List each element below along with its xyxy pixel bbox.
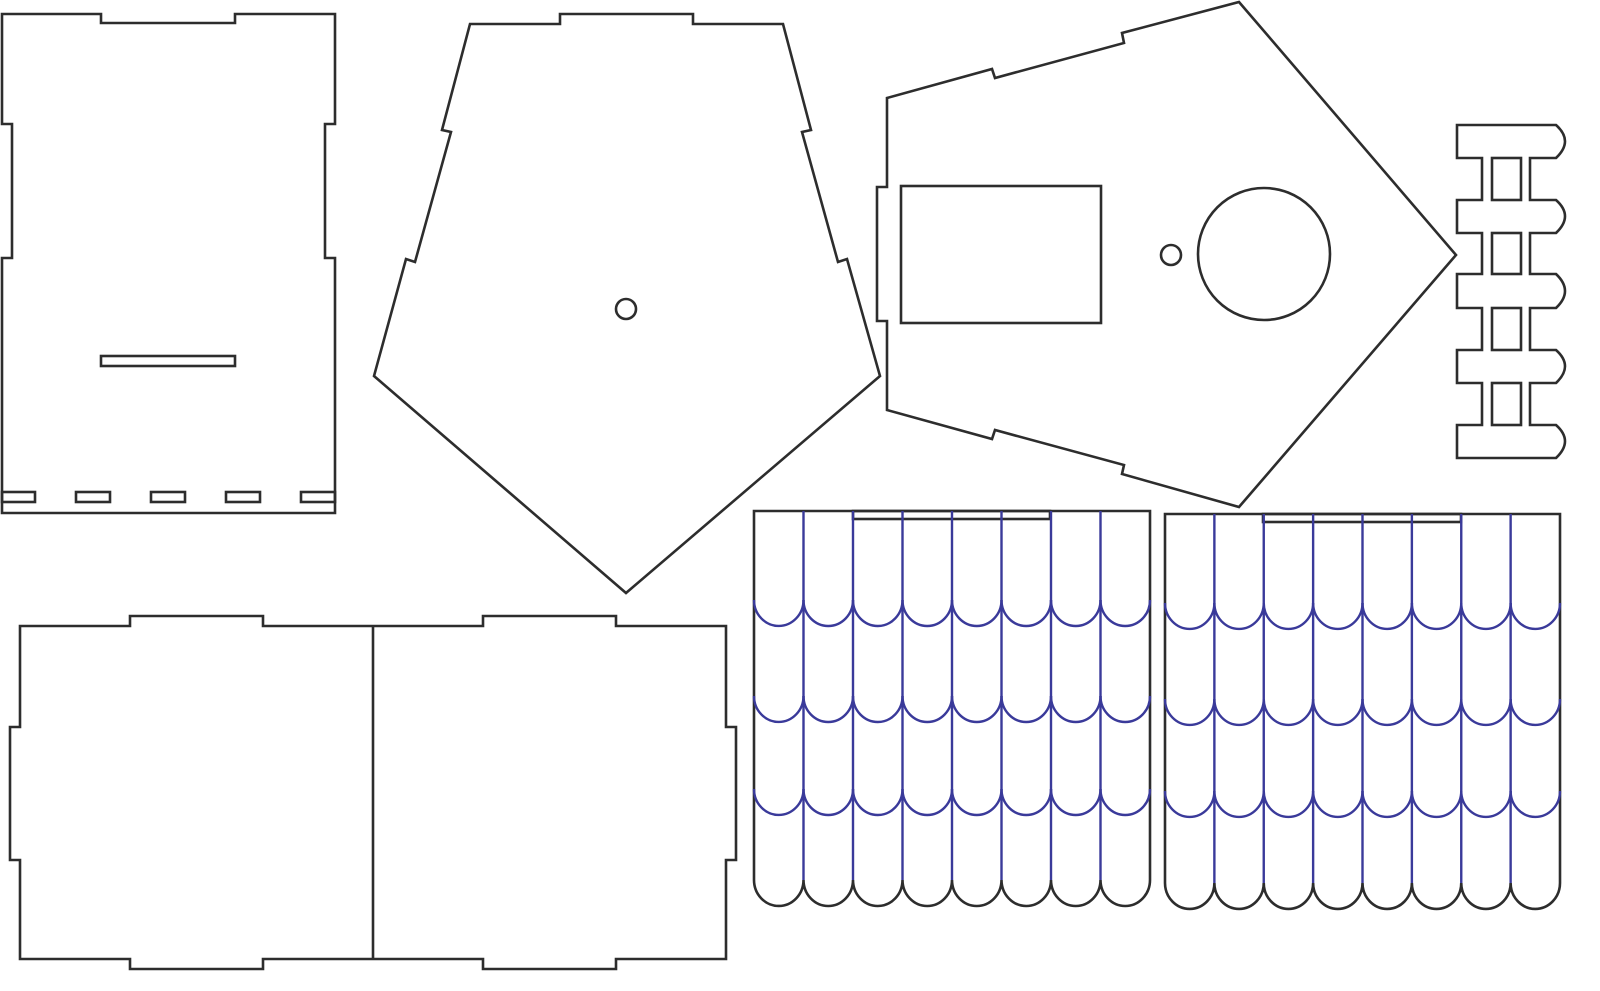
shingle-scallop: [851, 599, 904, 628]
shingle-scallop: [1213, 602, 1265, 630]
shingle-scallop: [752, 599, 805, 628]
roof-shingle-panel-right: [1163, 512, 1562, 911]
shingle-scallop: [1049, 599, 1102, 628]
hanging-hole: [614, 297, 638, 321]
comb-slot: [1490, 156, 1523, 202]
pentagon-gable-panel: [372, 12, 882, 595]
perch-hole: [1159, 243, 1183, 267]
front-gable-outline: [875, 0, 1458, 509]
shingle-scallop: [1262, 698, 1315, 727]
shingle-scallop: [1262, 790, 1315, 819]
shingle-scallop: [950, 695, 1003, 724]
roof-shingle-panel-left: [752, 509, 1152, 908]
shingle-scallop: [1099, 695, 1152, 724]
shingle-scallop: [1311, 602, 1364, 630]
shingle-scallop: [1163, 602, 1216, 631]
shingle-scallop: [1509, 602, 1562, 630]
shingle-scallop: [1262, 602, 1315, 631]
front-gable-panel: [875, 0, 1458, 509]
shingle-scallop: [1460, 698, 1512, 727]
shingle-scallop: [1049, 695, 1102, 724]
shingle-scallop: [901, 788, 954, 817]
shingle-scallop: [1410, 790, 1463, 818]
comb-outline: [1455, 123, 1567, 460]
window-cutout: [899, 184, 1103, 325]
shingle-scallop: [1000, 695, 1053, 724]
shingle-scallop: [1000, 599, 1053, 628]
shingle-scallop: [901, 695, 954, 724]
shingle-scallop: [1460, 602, 1512, 631]
shingle-scallop: [1410, 698, 1463, 726]
floor-slot: [0, 490, 37, 504]
shingle-scallop: [752, 788, 805, 817]
shingle-scallop: [752, 695, 805, 724]
roof-outline: [752, 509, 1152, 908]
side-wall-panel: [0, 12, 337, 515]
shingle-scallop: [1000, 788, 1053, 817]
shingle-scallop: [1099, 788, 1152, 817]
shingle-scallop: [1099, 599, 1152, 628]
comb-slot: [1490, 381, 1523, 427]
side-wall-outline: [0, 12, 337, 515]
shingle-scallop: [901, 599, 954, 628]
shingle-scallop: [1410, 602, 1463, 630]
shingle-scallop: [1311, 698, 1364, 726]
floor-slot: [74, 490, 112, 504]
floor-slot: [299, 490, 337, 504]
shingle-scallop: [802, 695, 855, 724]
shingle-scallop: [950, 788, 1003, 817]
floor-double-panel: [8, 614, 738, 971]
shingle-scallop: [1509, 790, 1562, 818]
floor-slot: [224, 490, 262, 504]
shingle-scallop: [1213, 790, 1265, 818]
shingle-scallop: [851, 695, 904, 724]
perch-slot: [99, 354, 237, 368]
shingle-scallop: [1163, 790, 1216, 819]
shingle-scallop: [1460, 790, 1512, 819]
shingle-scallop: [802, 599, 855, 628]
shingle-scallop: [851, 788, 904, 817]
shingle-scallop: [1311, 790, 1364, 818]
shingle-scallop: [1509, 698, 1562, 726]
shingle-scallop: [950, 599, 1003, 628]
ladder-comb-piece: [1455, 123, 1567, 460]
shingle-scallop: [1361, 790, 1414, 819]
floor-slot: [149, 490, 187, 504]
shingle-scallop: [1213, 698, 1265, 726]
comb-slot: [1490, 231, 1523, 276]
shingle-scallop: [802, 788, 855, 817]
roof-outline: [1163, 512, 1562, 911]
entrance-hole: [1196, 186, 1332, 322]
comb-slot: [1490, 306, 1523, 352]
shingle-scallop: [1163, 698, 1216, 727]
shingle-scallop: [1049, 788, 1102, 817]
floor-outline: [8, 614, 738, 971]
shingle-scallop: [1361, 602, 1414, 631]
pentagon-outline: [372, 12, 882, 595]
shingle-scallop: [1361, 698, 1414, 727]
